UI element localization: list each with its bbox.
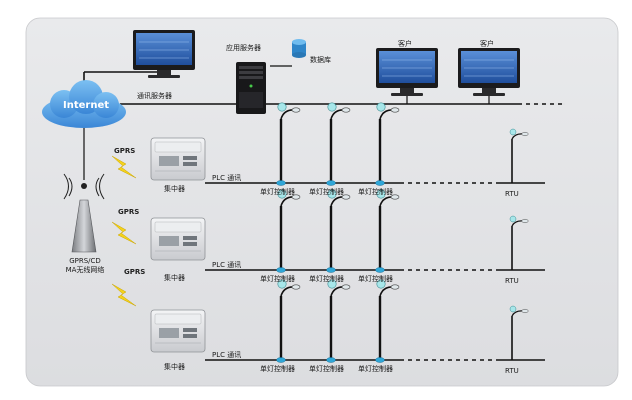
antenna-tower-icon [63,173,105,253]
plc-label-1: PLC 通讯 [212,174,242,182]
database-label: 数据库 [310,56,331,64]
rtu-label: RTU [505,367,519,375]
lamp-controller-label: 单灯控制器 [309,275,344,283]
concentrator-label-3: 集中器 [164,363,185,371]
server-icon [236,62,266,114]
cloud-icon [42,80,126,128]
rtu-label: RTU [505,190,519,198]
lamp-controller-label: 单灯控制器 [260,275,295,283]
internet-label: Internet [63,100,110,111]
app-server-label: 应用服务器 [226,44,261,52]
concentrator-icon [150,217,206,261]
plc-label-2: PLC 通讯 [212,261,242,269]
comm-server-label: 通讯服务器 [137,92,172,100]
rtu-label: RTU [505,277,519,285]
plc-label-3: PLC 通讯 [212,351,242,359]
lamp-controller-label: 单灯控制器 [358,188,393,196]
gprs-label-2: GPRS [118,208,140,216]
concentrator-label-2: 集中器 [164,274,185,282]
diagram-panel [25,17,619,387]
lamp-controller-label: 单灯控制器 [260,188,295,196]
gprs-label-3: GPRS [124,268,146,276]
lamp-controller-label: 单灯控制器 [309,188,344,196]
concentrator-label-1: 集中器 [164,185,185,193]
lamp-controller-label: 单灯控制器 [260,365,295,373]
gprs-label-1: GPRS [114,147,136,155]
concentrator-icon [150,309,206,353]
lamp-controller-label: 单灯控制器 [358,275,393,283]
client-label-2: 客户 [480,40,494,48]
concentrator-icon [150,137,206,181]
client-label-1: 客户 [398,40,412,48]
database-icon [292,39,306,58]
lamp-controller-label: 单灯控制器 [309,365,344,373]
wireless-network-label: GPRS/CD MA无线网络 [65,257,105,274]
lamp-controller-label: 单灯控制器 [358,365,393,373]
